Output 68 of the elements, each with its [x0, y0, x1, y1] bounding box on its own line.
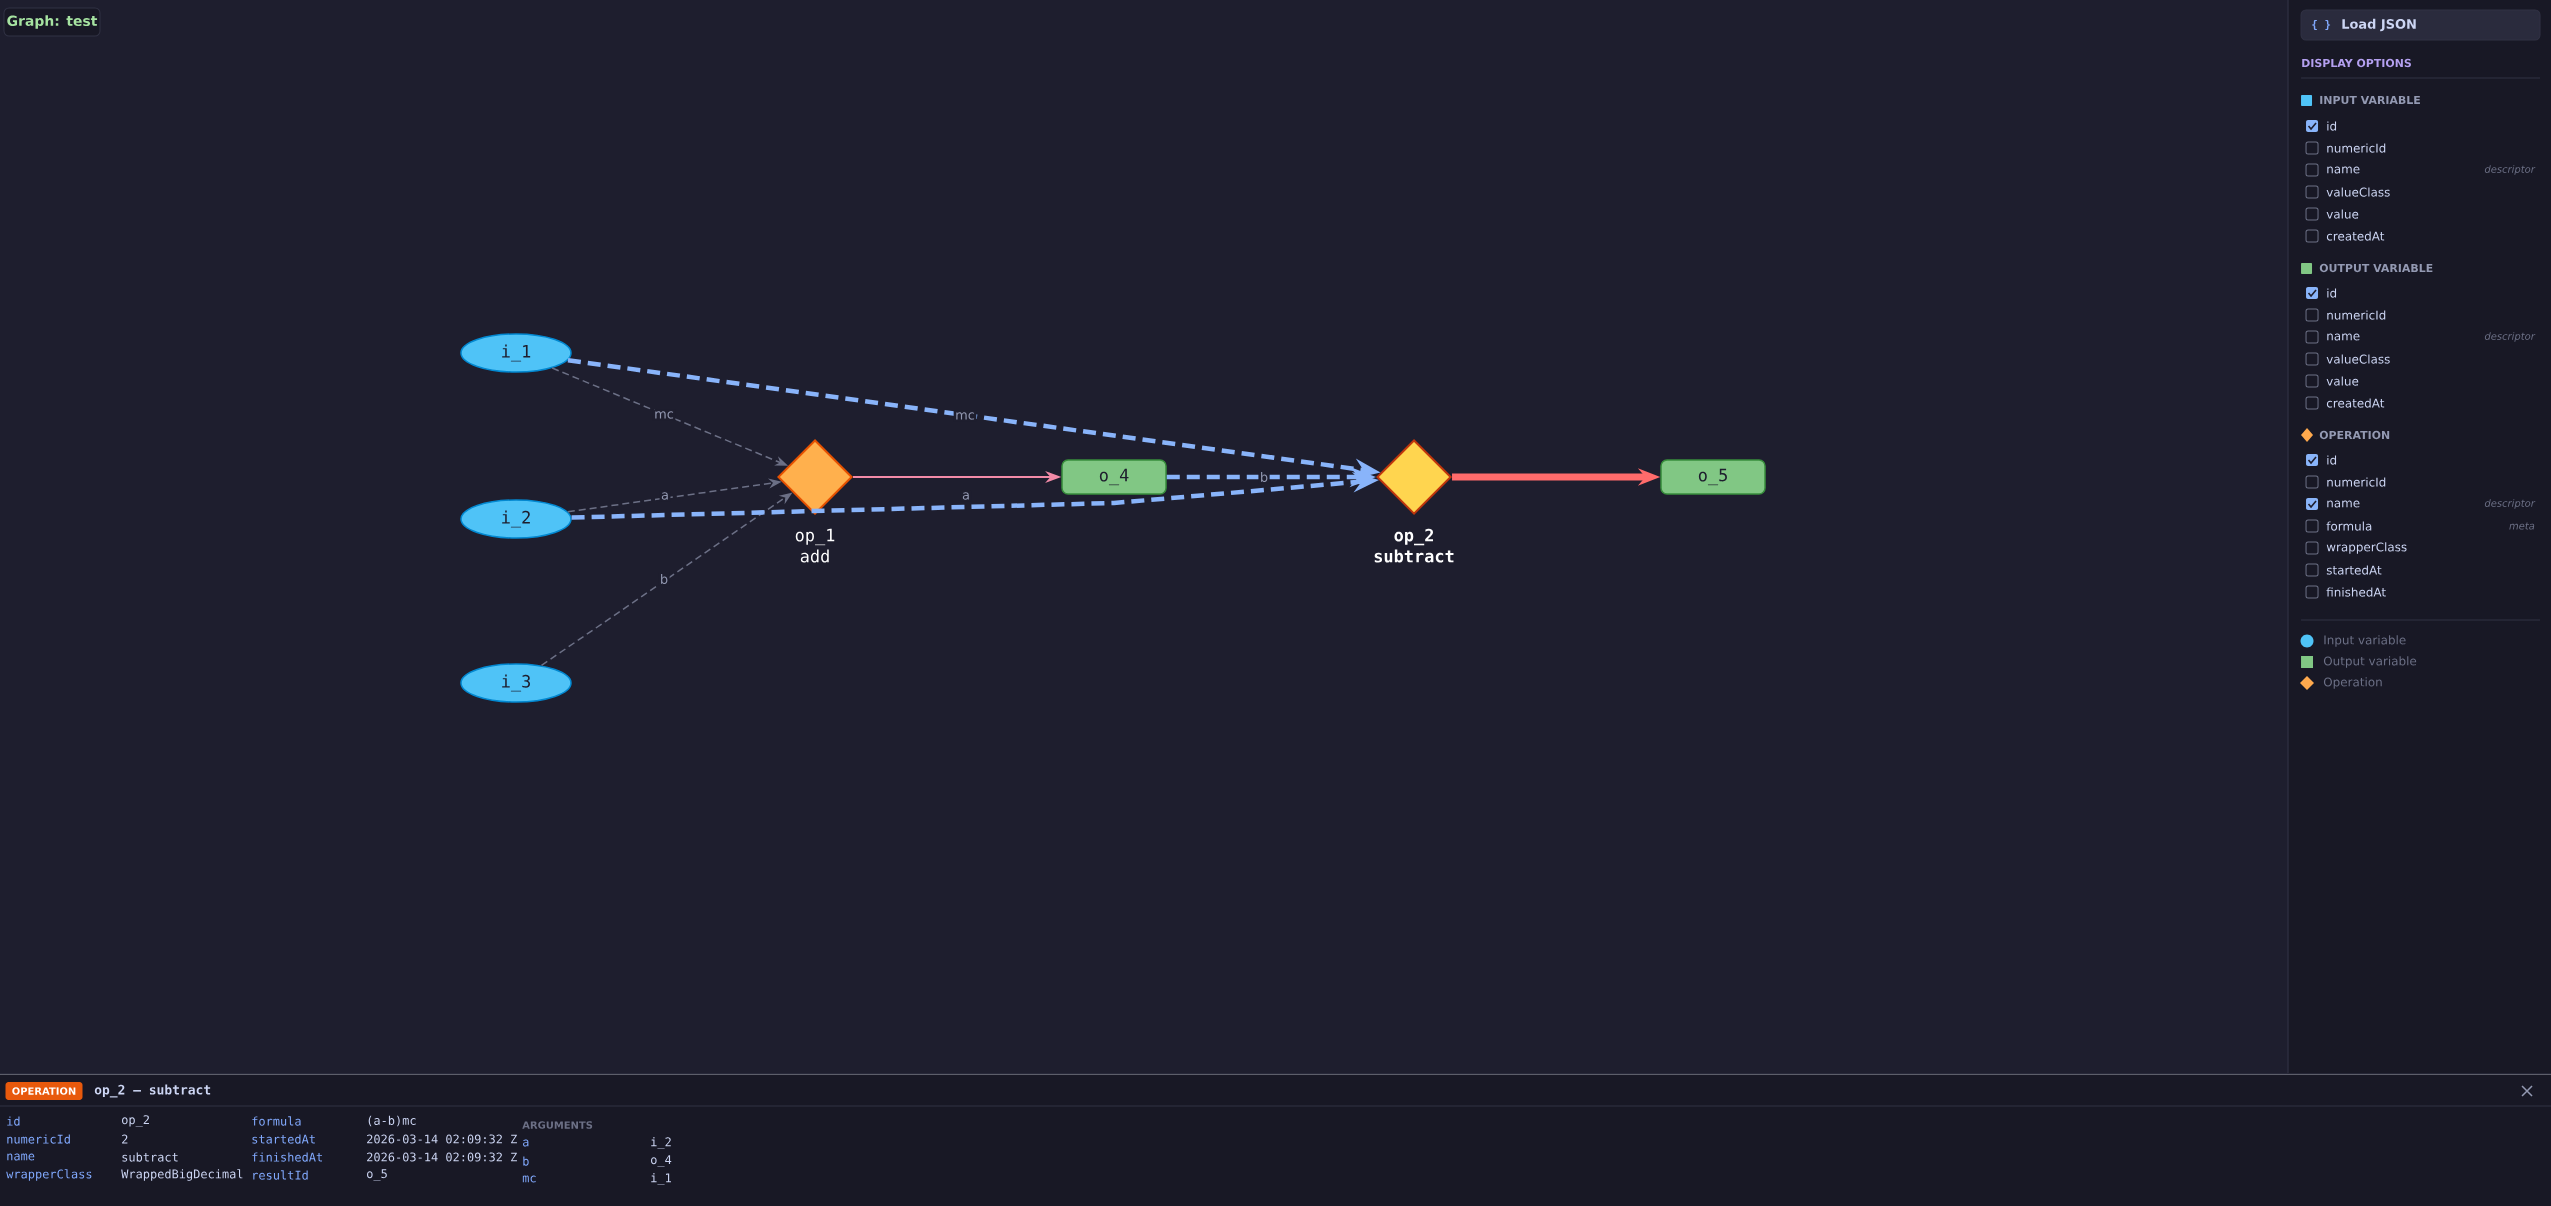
option-label: formula	[2326, 521, 2372, 531]
field-name: mc	[522, 1175, 536, 1183]
option-label: wrapperClass	[2326, 542, 2407, 554]
field-value: 2026-03-14 02:09:32 Z	[367, 1152, 517, 1162]
node-label: subtract	[1374, 549, 1454, 563]
edge-label: b	[658, 572, 670, 586]
field-value: 2	[122, 1134, 128, 1144]
option-label: numericId	[2327, 143, 2386, 153]
node-label: op_2	[1394, 528, 1433, 546]
field-name: numericId	[7, 1134, 70, 1144]
section-title: DISPLAY OPTIONS	[2302, 58, 2411, 68]
field-name: startedAt	[252, 1134, 315, 1144]
legend-label: Operation	[2323, 677, 2382, 689]
node-label: op_1	[795, 528, 835, 546]
option-label: createdAt	[2326, 398, 2385, 408]
option-label: valueClass	[2326, 187, 2390, 197]
field-value: o_4	[651, 1155, 672, 1167]
section-header: ARGUMENTS	[522, 1121, 593, 1129]
field-name: id	[7, 1116, 20, 1126]
field-name: finishedAt	[252, 1152, 322, 1162]
type-badge: OPERATION	[5, 1082, 83, 1100]
field-name: formula	[252, 1116, 301, 1126]
field-name: resultId	[253, 1170, 308, 1180]
option-label: name	[2327, 166, 2360, 174]
option-label: id	[2327, 455, 2337, 465]
option-label: startedAt	[2326, 565, 2382, 575]
field-value: o_5	[367, 1169, 387, 1181]
legend-label: Input variable	[2324, 635, 2406, 647]
graph-title-badge: Graph: test	[3, 7, 101, 37]
output-variable-box: o_4	[1061, 459, 1167, 495]
option-label: value	[2326, 376, 2359, 386]
edge-label: a	[659, 490, 671, 502]
option-label: value	[2326, 209, 2359, 219]
edge-label: a	[960, 490, 972, 502]
hint-text: descriptor	[2484, 332, 2536, 342]
hint-text: meta	[2509, 522, 2535, 530]
option-label: id	[2327, 121, 2337, 131]
field-name: b	[523, 1156, 529, 1166]
field-value: 2026-03-14 02:09:32 Z	[367, 1134, 517, 1144]
edge-label: mc	[652, 409, 676, 421]
field-value: i_2	[651, 1137, 671, 1149]
section-header: INPUT VARIABLE	[2320, 95, 2420, 105]
option-label: id	[2327, 288, 2337, 298]
edge-label: mc	[953, 410, 977, 422]
legend-label: Output variable	[2323, 656, 2417, 668]
hint-text: descriptor	[2484, 165, 2536, 175]
option-label: numericId	[2327, 477, 2386, 487]
field-value: i_1	[651, 1173, 671, 1185]
hint-text: descriptor	[2484, 499, 2536, 509]
panel-heading: op_2 — subtract	[94, 1084, 211, 1098]
field-value: WrappedBigDecimal	[121, 1169, 243, 1181]
output-variable-box: o_5	[1660, 459, 1766, 495]
load-json-button: { } Load JSON	[2300, 9, 2541, 41]
section-header: OPERATION	[2319, 430, 2390, 440]
field-name: a	[523, 1139, 529, 1147]
field-name: name	[7, 1153, 35, 1161]
option-label: numericId	[2327, 310, 2386, 320]
field-value: subtract	[122, 1152, 178, 1162]
option-label: name	[2327, 333, 2360, 341]
option-label: finishedAt	[2326, 587, 2386, 597]
field-name: wrapperClass	[6, 1169, 92, 1181]
field-value: (a-b)mc	[368, 1115, 416, 1127]
field-value: op_2	[122, 1115, 149, 1127]
option-label: createdAt	[2326, 231, 2385, 241]
option-label: name	[2327, 500, 2360, 508]
option-label: valueClass	[2326, 354, 2390, 364]
node-label: add	[800, 549, 829, 563]
section-header: OUTPUT VARIABLE	[2319, 263, 2433, 273]
